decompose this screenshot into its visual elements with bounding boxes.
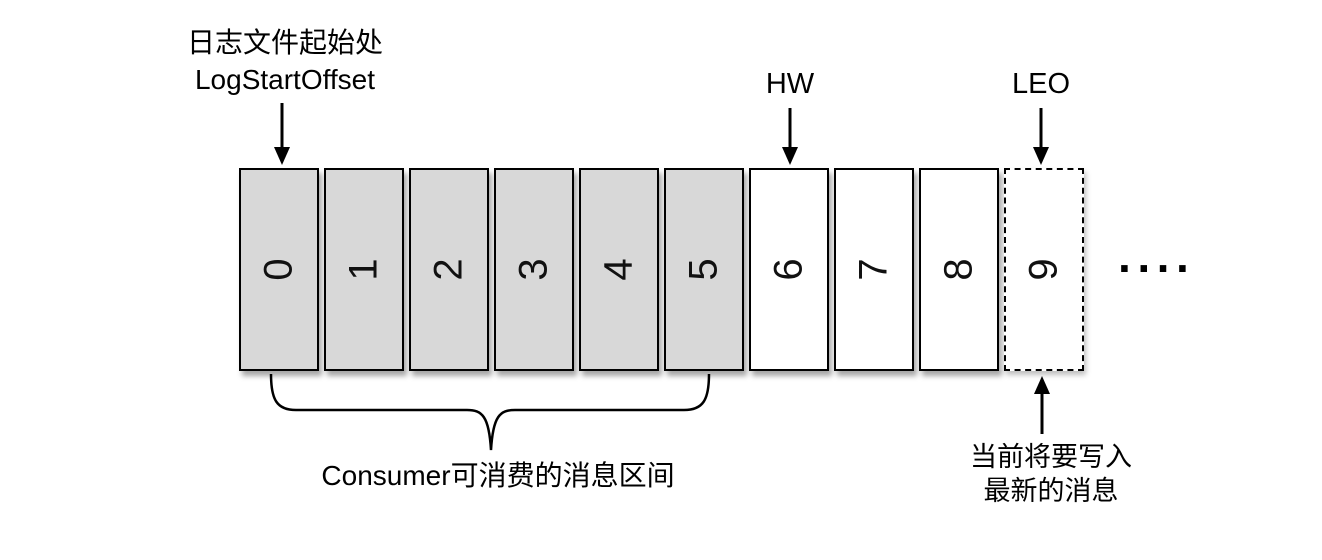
next-write-label-line1: 当前将要写入	[970, 442, 1132, 472]
consumer-range-label: Consumer可消费的消息区间	[321, 460, 675, 491]
hw-arrow	[782, 108, 798, 165]
log-segment-row: 0 1 2 3 4 5 6 7 8 9	[239, 168, 1084, 371]
offset-box-2-label: 2	[426, 258, 471, 281]
log-start-arrow	[274, 103, 290, 165]
offset-box-5: 5	[664, 168, 744, 371]
next-write-label-line2: 最新的消息	[983, 476, 1119, 506]
offset-box-9-label: 9	[1021, 258, 1066, 281]
offset-box-5-label: 5	[681, 258, 726, 281]
offset-box-2: 2	[409, 168, 489, 371]
offset-box-3: 3	[494, 168, 574, 371]
offset-box-0-label: 0	[256, 258, 301, 281]
log-start-label-en: LogStartOffset	[194, 64, 376, 95]
next-write-label: 当前将要写入 最新的消息	[926, 440, 1176, 508]
offset-box-7: 7	[834, 168, 914, 371]
hw-label: HW	[765, 68, 815, 100]
leo-arrow	[1033, 108, 1049, 165]
next-write-arrow	[1034, 376, 1050, 434]
offset-box-6: 6	[749, 168, 829, 371]
log-start-label: 日志文件起始处 LogStartOffset	[110, 24, 460, 98]
leo-label: LEO	[1011, 68, 1071, 100]
offset-box-4-label: 4	[596, 258, 641, 281]
offset-box-8: 8	[919, 168, 999, 371]
offset-box-0: 0	[239, 168, 319, 371]
consumer-range-brace	[269, 373, 711, 451]
offset-box-1-label: 1	[341, 258, 386, 281]
offset-box-7-label: 7	[851, 258, 896, 281]
offset-box-6-label: 6	[766, 258, 811, 281]
offset-box-3-label: 3	[511, 258, 556, 281]
offset-box-1: 1	[324, 168, 404, 371]
log-start-label-cn: 日志文件起始处	[186, 27, 383, 58]
offset-box-9: 9	[1004, 168, 1084, 371]
offset-box-8-label: 8	[936, 258, 981, 281]
ellipsis-dots: ····	[1118, 242, 1196, 294]
offset-box-4: 4	[579, 168, 659, 371]
